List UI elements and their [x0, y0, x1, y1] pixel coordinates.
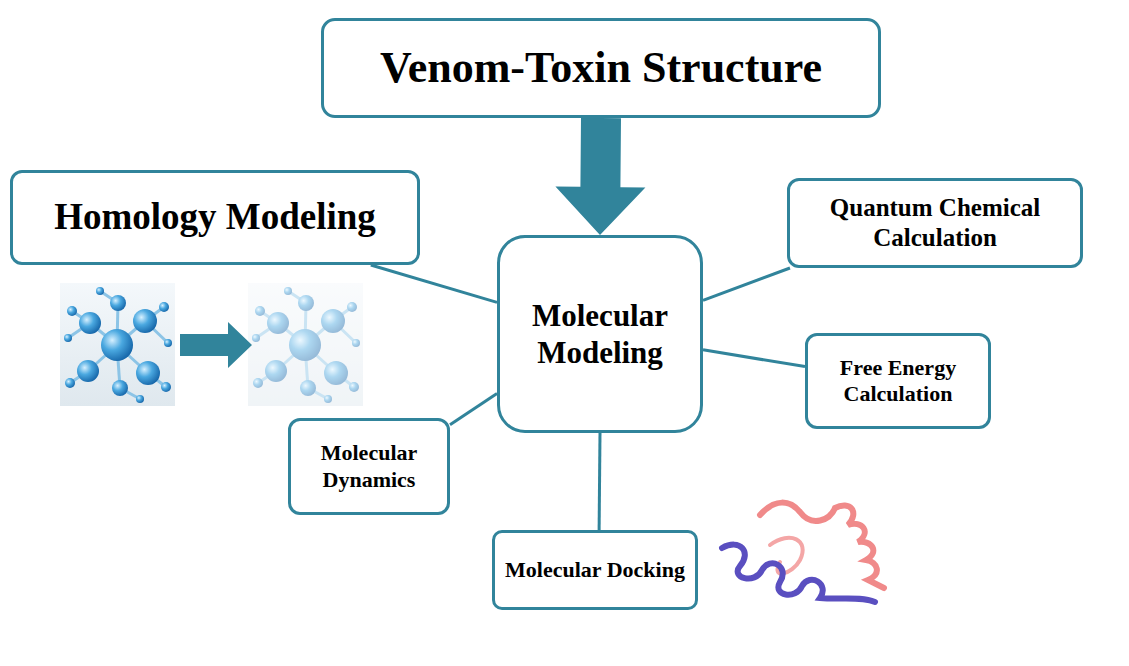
block-arrow-connector [555, 118, 645, 235]
connector-line [598, 433, 602, 530]
box-label: Quantum Chemical Calculation [802, 193, 1068, 253]
box-label: Free Energy Calculation [818, 355, 978, 408]
box-label: Molecular Dynamics [301, 440, 437, 493]
molecule-picture [60, 283, 175, 406]
process-box: Quantum Chemical Calculation [787, 178, 1083, 268]
process-box: Molecular Docking [492, 530, 698, 610]
process-box: Homology Modeling [10, 170, 420, 265]
connector-line [450, 393, 497, 424]
connector-line [703, 350, 805, 367]
connector-line [703, 268, 790, 300]
molecule-model-picture [248, 283, 363, 406]
protein-ribbon [722, 503, 884, 602]
box-label: Molecular Modeling [514, 297, 686, 371]
connector-line [371, 265, 497, 302]
process-box: Free Energy Calculation [805, 333, 991, 429]
block-arrow [180, 322, 252, 368]
process-box: Venom-Toxin Structure [321, 18, 881, 118]
box-label: Homology Modeling [54, 195, 376, 239]
process-box: Molecular Modeling [497, 235, 703, 433]
process-box: Molecular Dynamics [288, 418, 450, 515]
box-label: Molecular Docking [505, 557, 685, 583]
box-label: Venom-Toxin Structure [380, 42, 822, 95]
